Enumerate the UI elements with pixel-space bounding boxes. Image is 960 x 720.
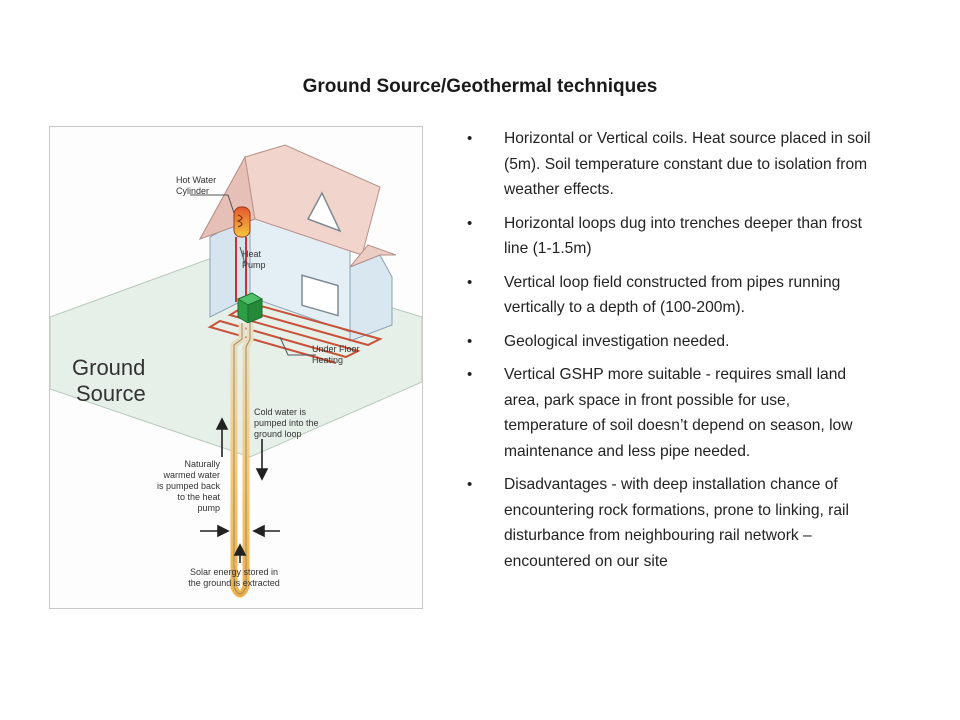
label-warmed-l4: to the heat bbox=[177, 492, 220, 502]
bullet-item: • Horizontal loops dug into trenches deep… bbox=[464, 211, 874, 262]
bullet-glyph: • bbox=[467, 366, 473, 383]
label-hot-water-l2: Cylinder bbox=[176, 186, 209, 196]
label-under-floor-l2: Heating bbox=[312, 355, 343, 365]
underfloor-heating-pipes bbox=[207, 302, 383, 364]
bullet-text: Horizontal or Vertical coils. Heat sourc… bbox=[504, 130, 871, 198]
bullet-glyph: • bbox=[467, 214, 473, 232]
hot-water-cylinder bbox=[233, 206, 251, 238]
label-ground: Ground bbox=[72, 355, 145, 380]
bullet-item: • Horizontal or Vertical coils. Heat sour… bbox=[464, 126, 874, 203]
label-heat-pump-l2: Pump bbox=[242, 260, 266, 270]
bullet-list: • Horizontal or Vertical coils. Heat sour… bbox=[464, 126, 874, 582]
label-cold-water-l2: pumped into the bbox=[254, 418, 319, 428]
bullet-glyph: • bbox=[467, 130, 473, 147]
extension-roof bbox=[349, 244, 397, 268]
label-solar-l2: the ground is extracted bbox=[188, 578, 280, 588]
label-warmed-l3: is pumped back bbox=[157, 481, 221, 491]
bullet-glyph: • bbox=[467, 273, 473, 291]
label-solar-l1: Solar energy stored in bbox=[190, 567, 278, 577]
bullet-item: • Vertical GSHP more suitable - requires … bbox=[464, 362, 874, 464]
ground-floor-window bbox=[301, 274, 339, 317]
bullet-text: Geological investigation needed. bbox=[504, 332, 730, 350]
bullet-glyph: • bbox=[467, 332, 473, 350]
ground-source-diagram: Hot Water Cylinder Heat Pump Under Floor… bbox=[49, 126, 423, 609]
label-heat-pump-l1: Heat bbox=[242, 249, 262, 259]
bullet-item: • Geological investigation needed. bbox=[464, 329, 874, 355]
label-warmed-l5: pump bbox=[197, 503, 220, 513]
label-source: Source bbox=[76, 381, 146, 406]
label-under-floor-l1: Under Floor bbox=[312, 344, 360, 354]
roof-window bbox=[306, 191, 342, 233]
slide-title: Ground Source/Geothermal techniques bbox=[302, 76, 658, 97]
bullet-text: Horizontal loops dug into trenches deepe… bbox=[504, 214, 863, 258]
bullet-text: Disadvantages - with deep installation c… bbox=[504, 476, 849, 570]
label-hot-water-l1: Hot Water bbox=[176, 175, 216, 185]
label-cold-water-l1: Cold water is bbox=[254, 407, 307, 417]
bullet-item: • Disadvantages - with deep installation … bbox=[464, 472, 874, 574]
bullet-item: • Vertical loop field constructed from pi… bbox=[464, 270, 874, 321]
bullet-text: Vertical GSHP more suitable - requires s… bbox=[504, 366, 853, 460]
label-cold-water-l3: ground loop bbox=[254, 429, 302, 439]
bullet-glyph: • bbox=[467, 476, 473, 493]
label-warmed-l2: warmed water bbox=[162, 470, 220, 480]
label-warmed-l1: Naturally bbox=[184, 459, 220, 469]
heat-pump bbox=[236, 292, 264, 324]
diagram-svg: Hot Water Cylinder Heat Pump Under Floor… bbox=[50, 144, 422, 598]
flow-arrows bbox=[200, 417, 280, 563]
vertical-ground-loop bbox=[230, 323, 254, 598]
bullet-text: Vertical loop field constructed from pip… bbox=[504, 273, 841, 317]
